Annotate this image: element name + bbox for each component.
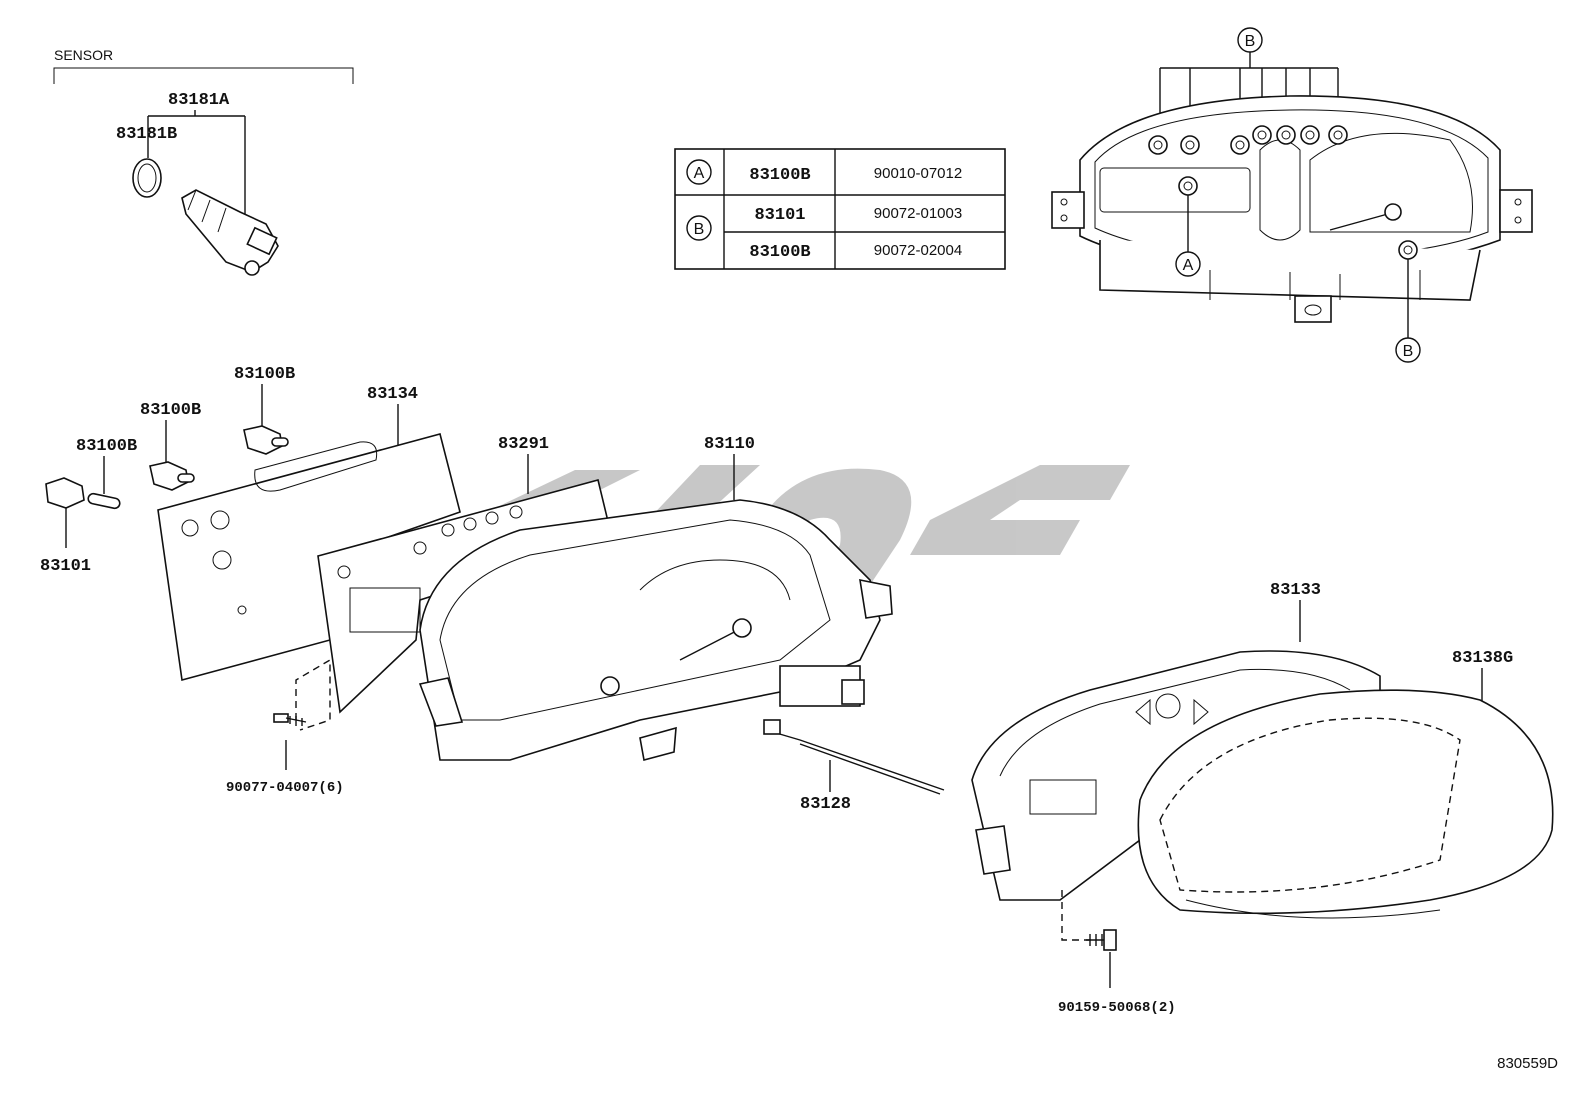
label-83110: 83110 [704, 435, 755, 454]
label-83134: 83134 [367, 385, 418, 404]
label-83128: 83128 [800, 795, 851, 814]
label-83101: 83101 [40, 557, 91, 576]
callout-a-bottom: A [1183, 257, 1194, 274]
table-part-0: 83100B [749, 166, 810, 185]
label-83181A: 83181A [168, 91, 230, 110]
sensor-group: SENSOR 83181A 83181B [53, 47, 354, 276]
label-83100B-top: 83100B [234, 365, 295, 384]
callout-b-bottom: B [1403, 343, 1414, 360]
screw-left: 90077-04007(6) [226, 658, 344, 796]
label-83138G: 83138G [1452, 649, 1513, 668]
callout-b-top: B [1245, 33, 1256, 50]
table-key-a: A [694, 165, 705, 182]
label-83291: 83291 [498, 435, 549, 454]
label-83133: 83133 [1270, 581, 1321, 600]
sensor-label: SENSOR [54, 47, 113, 63]
o-ring [132, 158, 162, 198]
reset-shaft: 83128 [763, 719, 945, 814]
table-key-b: B [694, 221, 705, 238]
table-number-2: 90072-02004 [874, 242, 962, 259]
label-83100B-mid: 83100B [140, 401, 201, 420]
bulb-table: A B 83100B 90010-07012 83101 90072-01003… [674, 148, 1006, 270]
cluster-housing: 83110 [418, 435, 893, 761]
label-screw-left: 90077-04007(6) [226, 780, 344, 796]
table-number-0: 90010-07012 [874, 165, 962, 182]
table-number-1: 90072-01003 [874, 205, 962, 222]
label-screw-right: 90159-50068(2) [1058, 1000, 1176, 1016]
label-83100B-left: 83100B [76, 437, 137, 456]
table-part-1: 83101 [754, 206, 805, 225]
cluster-glass: 83138G [1137, 649, 1554, 919]
cluster-rear-view: B A B [1051, 27, 1533, 363]
bulb-sockets: 83100B 83100B 83100B 83101 [40, 365, 295, 576]
speed-sensor [181, 189, 279, 276]
table-part-2: 83100B [749, 243, 810, 262]
screw-right: 90159-50068(2) [1058, 890, 1176, 1016]
socket-markers [1148, 125, 1418, 260]
label-83181B: 83181B [116, 125, 177, 144]
diagram-reference: 830559D [1497, 1055, 1558, 1072]
